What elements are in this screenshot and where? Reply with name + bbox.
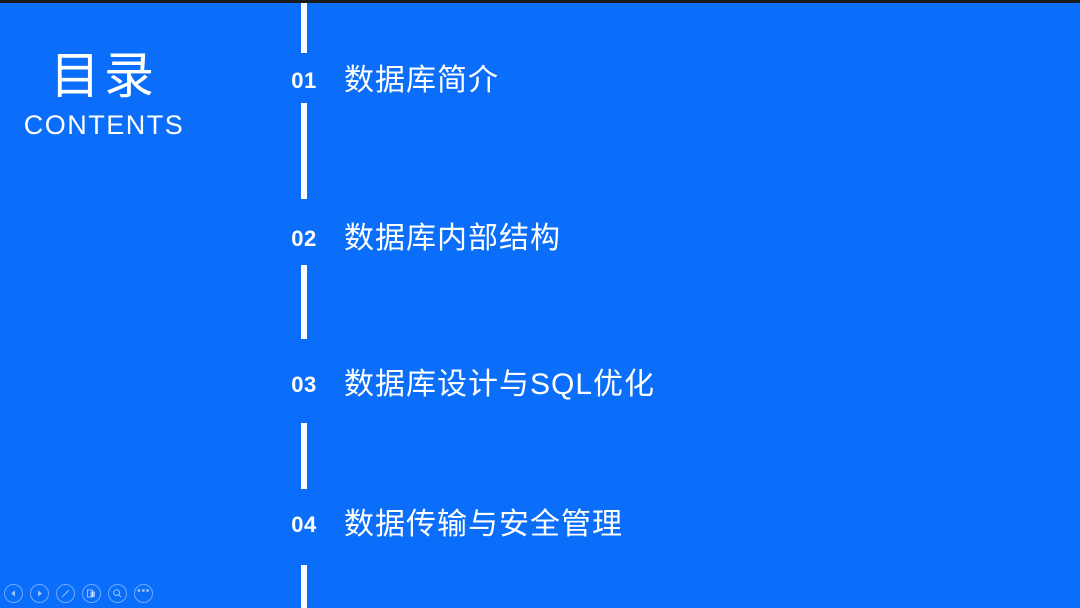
toc-item-number: 04 — [291, 512, 317, 537]
rail-segment — [301, 103, 307, 199]
ellipsis-icon: ••• — [136, 585, 151, 597]
zoom-button[interactable] — [108, 583, 127, 603]
previous-slide-button[interactable] — [4, 583, 23, 603]
rail-segment — [301, 565, 307, 608]
slideshow-toolbar: ••• — [0, 578, 153, 608]
slide-heading: 目录 CONTENTS — [0, 47, 200, 141]
toc-item-number: 03 — [291, 372, 317, 397]
timeline-rail — [301, 3, 307, 608]
rail-segment — [301, 3, 307, 53]
magnifier-icon — [112, 588, 123, 599]
toc-item-title: 数据传输与安全管理 — [344, 508, 623, 541]
toc-item-number: 02 — [291, 226, 317, 251]
more-options-button[interactable]: ••• — [134, 583, 153, 603]
pen-icon — [60, 588, 71, 599]
toc-item-title: 数据库设计与SQL优化 — [344, 368, 656, 401]
page-title-cn: 目录 — [50, 48, 158, 104]
toc-item-number: 01 — [291, 68, 317, 93]
page-title-en: CONTENTS — [23, 110, 185, 140]
toc-item-title: 数据库简介 — [344, 64, 499, 97]
triangle-left-icon — [9, 589, 18, 598]
rail-segment — [301, 423, 307, 489]
pen-button[interactable] — [56, 583, 75, 603]
notes-button[interactable] — [82, 583, 101, 603]
triangle-right-icon — [35, 589, 44, 598]
rail-segment — [301, 265, 307, 339]
notes-icon — [86, 588, 97, 599]
next-slide-button[interactable] — [30, 583, 49, 603]
toc-item-title: 数据库内部结构 — [344, 222, 561, 255]
